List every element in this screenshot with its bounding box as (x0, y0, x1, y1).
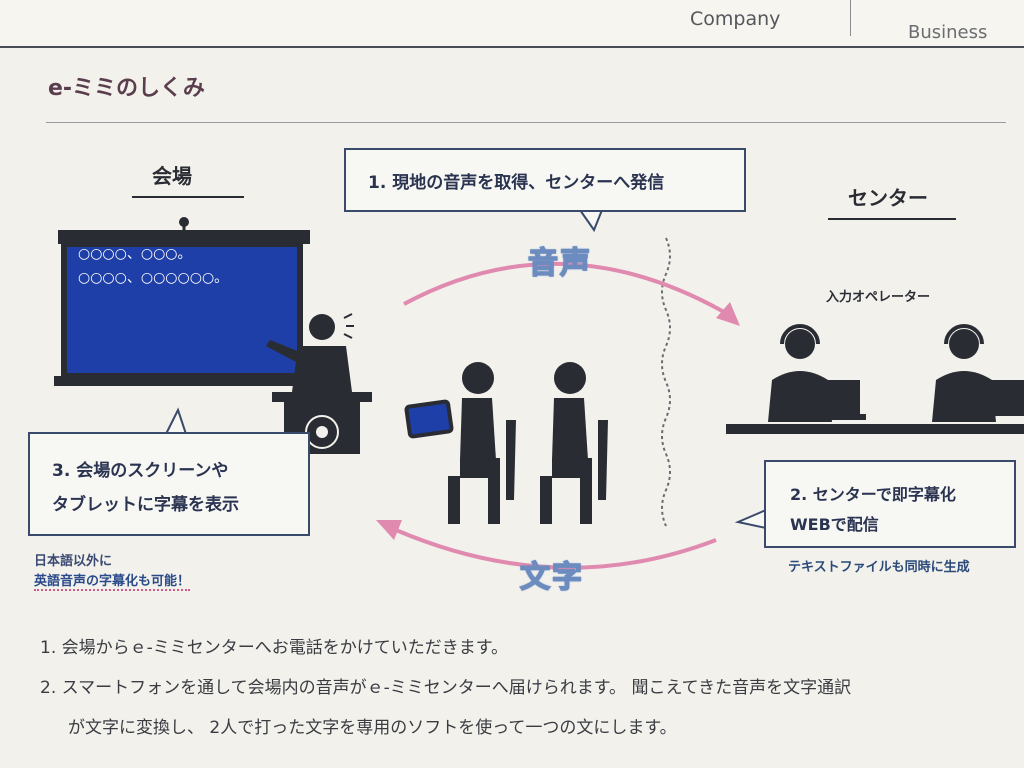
nav-divider (850, 0, 851, 36)
callout-step-2-line-1: 2. センターで即字幕化 (790, 485, 956, 504)
venue-label: 会場 (152, 164, 192, 188)
projector-screen-icon: ○○○○、○○○。 ○○○○、○○○○○○。 (54, 217, 316, 386)
page-title: e-ミミのしくみ (48, 76, 205, 101)
steps-list: 1. 会場からｅ-ミミセンターへお電話をかけていただきます。 2. スマートフォ… (40, 628, 1024, 748)
callout-step-3-line-2: タブレットに字幕を表示 (52, 495, 239, 515)
callout-step-3-line-1: 3. 会場のスクリーンや (52, 461, 229, 481)
center-note: テキストファイルも同時に生成 (788, 560, 970, 575)
callout-step-2: 2. センターで即字幕化 WEBで配信 (764, 460, 1016, 548)
top-nav: Company Business (0, 0, 1024, 48)
audience-person-with-tablet-icon (404, 362, 516, 524)
step-item-2: 2. スマートフォンを通して会場内の音声がｅ-ミミセンターへ届けられます。 聞こ… (40, 678, 852, 698)
callout-step-2-line-2: WEBで配信 (790, 515, 879, 534)
screen-text-line-2: ○○○○、○○○○○○。 (78, 270, 228, 286)
nav-business-link[interactable]: Business (908, 22, 988, 43)
operator-with-headset-icon (768, 324, 866, 422)
step-item-1: 1. 会場からｅ-ミミセンターへお電話をかけていただきます。 (40, 638, 509, 658)
center-label-underline (828, 218, 956, 220)
venue-note-line-1: 日本語以外に (34, 554, 113, 569)
nav-company-link[interactable]: Company (690, 8, 781, 30)
audience-person-icon (540, 362, 608, 524)
step-item-2-continued: が文字に変換し、 2人で打った文字を専用のソフトを使って一つの文にします。 (68, 718, 677, 738)
callout-step-1-text: 1. 現地の音声を取得、センターへ発信 (368, 172, 665, 193)
callout-step-3: 3. 会場のスクリーンや タブレットに字幕を表示 (28, 432, 310, 536)
callout-2-tail (734, 508, 767, 530)
speaker-icon (266, 313, 354, 392)
venue-center-separator (661, 237, 671, 527)
operator-with-headset-icon-2 (932, 324, 1024, 422)
text-word: 文字 (519, 559, 584, 596)
venue-note-line-2: 英語音声の字幕化も可能！ (34, 570, 191, 591)
callout-1-tail (578, 209, 604, 233)
arrow-audio-to-center (403, 261, 740, 326)
callout-3-tail (164, 407, 188, 435)
callout-step-1: 1. 現地の音声を取得、センターへ発信 (344, 148, 746, 212)
operators-label: 入力オペレーター (826, 290, 931, 305)
arrow-text-to-venue (376, 520, 717, 570)
screen-text-line-1: ○○○○、○○○。 (78, 246, 192, 262)
title-divider (46, 122, 1006, 123)
operator-desk (726, 424, 1024, 434)
center-label: センター (848, 186, 928, 210)
audio-word: 音声 (527, 245, 592, 282)
venue-label-underline (132, 196, 244, 198)
